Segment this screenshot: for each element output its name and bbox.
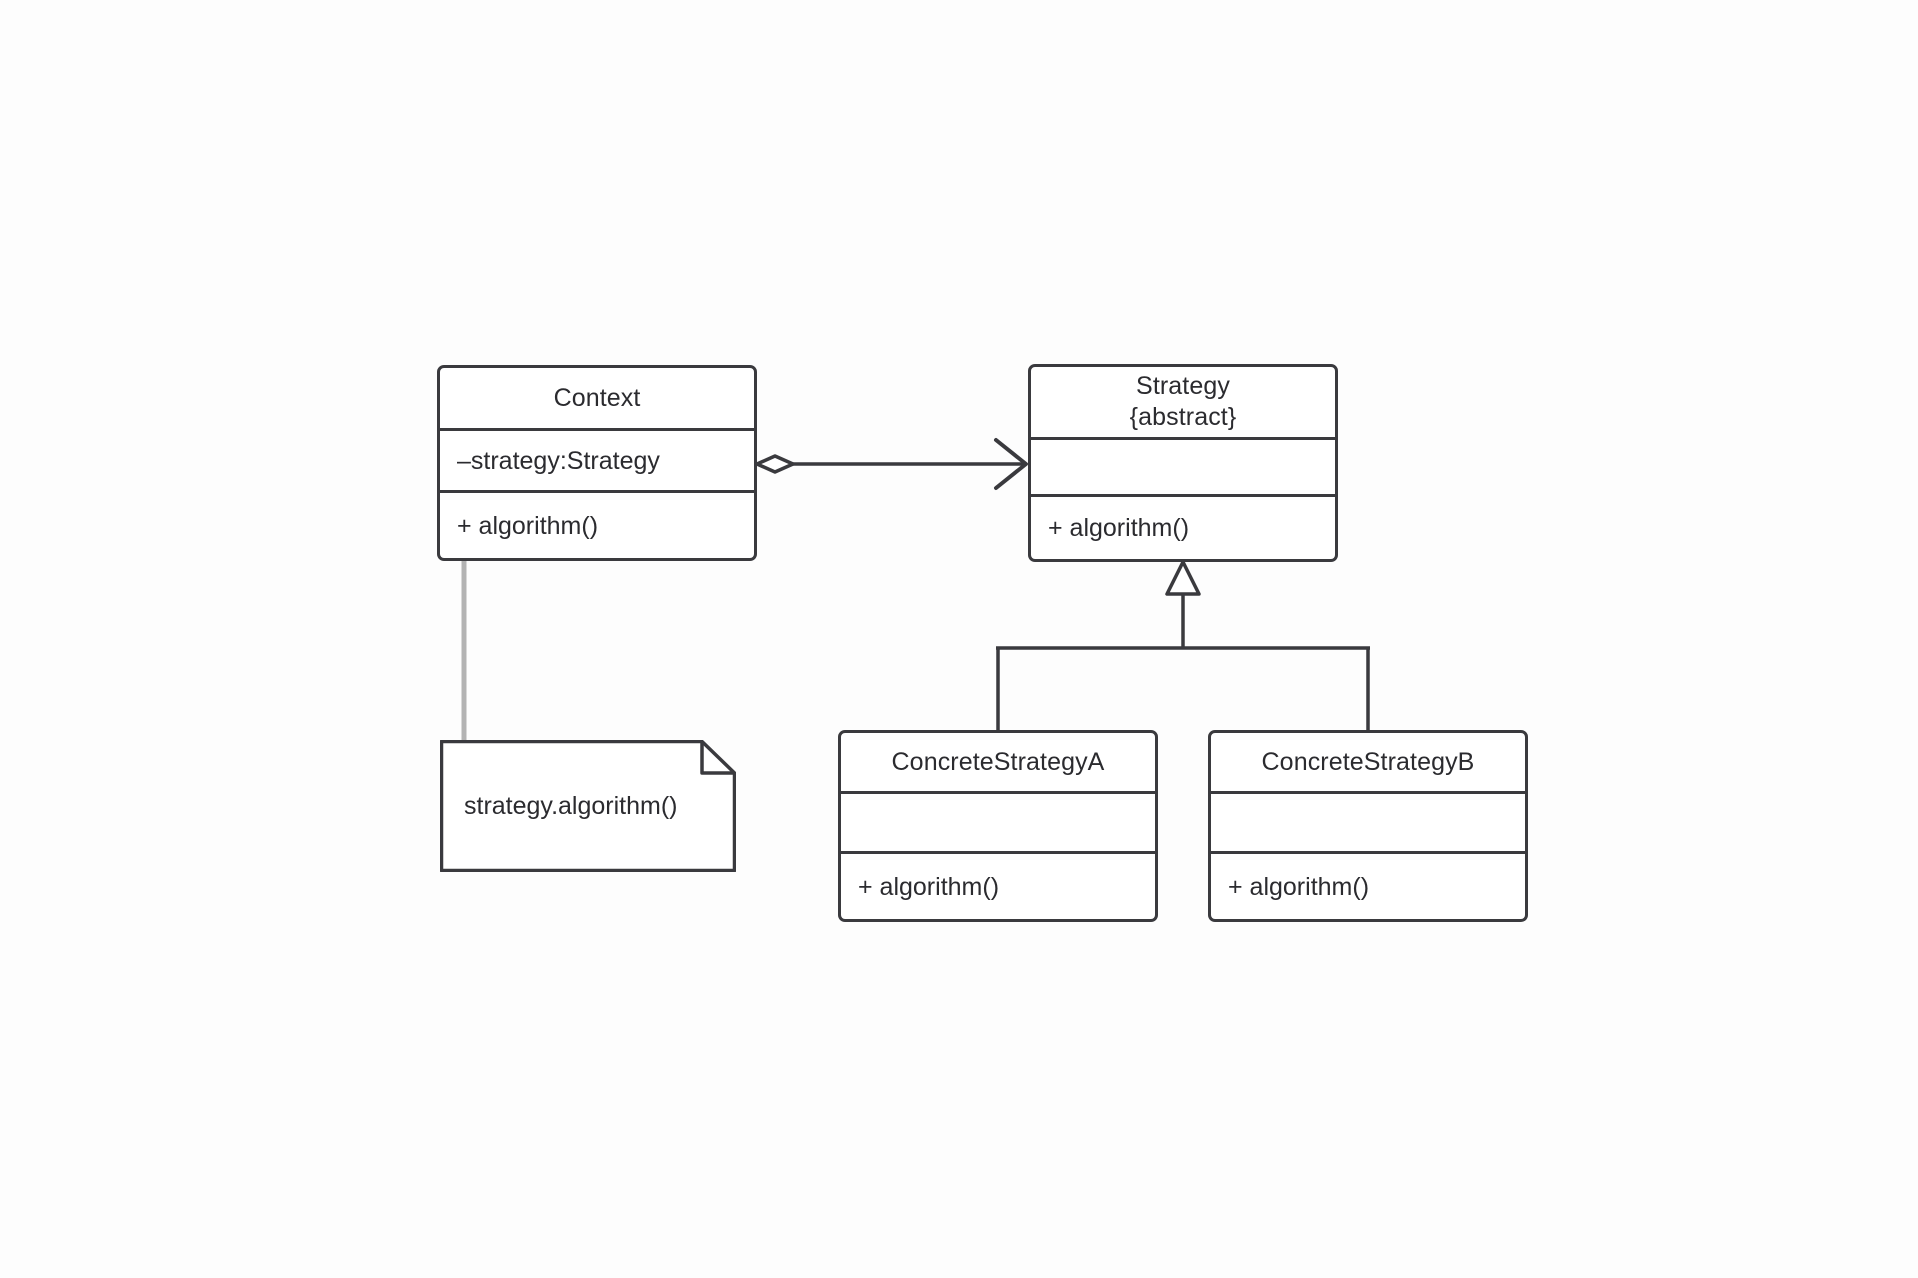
class-attributes-strategy	[1031, 436, 1335, 494]
class-name-label: Strategy	[1136, 371, 1230, 400]
attribute-label: –strategy:Strategy	[457, 446, 660, 475]
class-name-label: ConcreteStrategyB	[1261, 747, 1475, 776]
class-box-strategy[interactable]: Strategy {abstract} + algorithm()	[1028, 364, 1338, 562]
aggregation-arrowhead-icon	[994, 438, 1028, 490]
generalization-triangle-icon	[1165, 560, 1201, 596]
class-attributes-context: –strategy:Strategy	[440, 428, 754, 490]
class-operations-strategy: + algorithm()	[1031, 494, 1335, 559]
note-text-label: strategy.algorithm()	[464, 792, 678, 820]
class-title-strategy: Strategy {abstract}	[1031, 367, 1335, 437]
class-title-concrete-strategy-a: ConcreteStrategyA	[841, 733, 1155, 791]
class-stereotype-abstract: {abstract}	[1129, 402, 1237, 431]
class-box-concrete-strategy-a[interactable]: ConcreteStrategyA + algorithm()	[838, 730, 1158, 922]
class-box-concrete-strategy-b[interactable]: ConcreteStrategyB + algorithm()	[1208, 730, 1528, 922]
aggregation-diamond-icon	[755, 454, 795, 474]
operation-label: + algorithm()	[457, 511, 599, 540]
class-operations-concrete-strategy-b: + algorithm()	[1211, 851, 1525, 919]
operation-label: + algorithm()	[1048, 514, 1190, 542]
class-attributes-concrete-strategy-b	[1211, 791, 1525, 851]
note-box[interactable]: strategy.algorithm()	[440, 740, 736, 872]
class-box-context[interactable]: Context –strategy:Strategy + algorithm()	[437, 365, 757, 561]
operation-label: + algorithm()	[1228, 872, 1370, 901]
note-shape-icon	[440, 740, 736, 872]
operation-label: + algorithm()	[858, 872, 1000, 901]
class-attributes-concrete-strategy-a	[841, 791, 1155, 851]
class-operations-concrete-strategy-a: + algorithm()	[841, 851, 1155, 919]
class-name-label: Context	[553, 383, 641, 412]
class-title-concrete-strategy-b: ConcreteStrategyB	[1211, 733, 1525, 791]
class-operations-context: + algorithm()	[440, 490, 754, 558]
class-name-label: ConcreteStrategyA	[891, 747, 1105, 776]
class-title-context: Context	[440, 368, 754, 428]
